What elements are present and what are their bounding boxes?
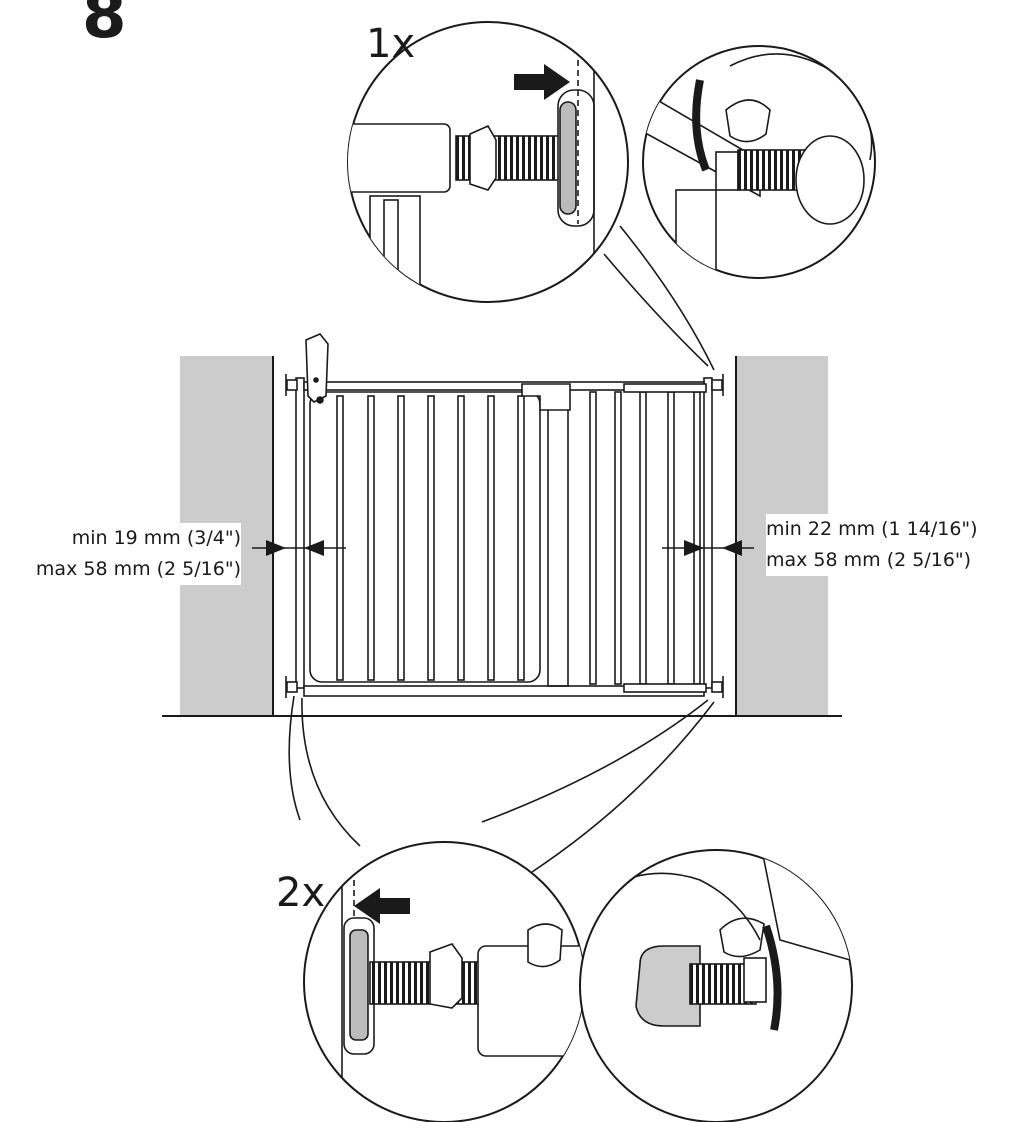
callout-pointers bbox=[288, 225, 715, 873]
left-gap-max: max 58 mm (2 5/16") bbox=[35, 558, 241, 580]
push-arrow-right bbox=[514, 64, 570, 100]
left-gap-min: min 19 mm (3/4") bbox=[71, 527, 241, 549]
quantity-label-bottom: 2x bbox=[276, 870, 326, 916]
detail-bottom-right bbox=[579, 849, 853, 1122]
right-gap-label: min 22 mm (1 14/16") max 58 mm (2 5/16") bbox=[766, 514, 978, 576]
extension-panel bbox=[623, 383, 707, 693]
detail-bottom-left bbox=[303, 841, 585, 1122]
push-arrow-left bbox=[354, 888, 410, 924]
right-gap-min: min 22 mm (1 14/16") bbox=[766, 518, 978, 540]
latch-handle bbox=[305, 333, 329, 404]
gate-bars bbox=[336, 391, 622, 687]
detail-top-right bbox=[642, 45, 876, 279]
step-number: 8 bbox=[82, 0, 127, 53]
left-gap-label: min 19 mm (3/4") max 58 mm (2 5/16") bbox=[35, 523, 241, 585]
detail-top-left bbox=[347, 21, 629, 303]
right-gap-max: max 58 mm (2 5/16") bbox=[766, 549, 972, 571]
pressure-spindles bbox=[285, 374, 724, 698]
quantity-label-top: 1x bbox=[366, 21, 416, 67]
safety-gate bbox=[285, 333, 724, 698]
left-gap-arrows bbox=[252, 540, 346, 556]
right-gap-arrows bbox=[662, 540, 754, 556]
